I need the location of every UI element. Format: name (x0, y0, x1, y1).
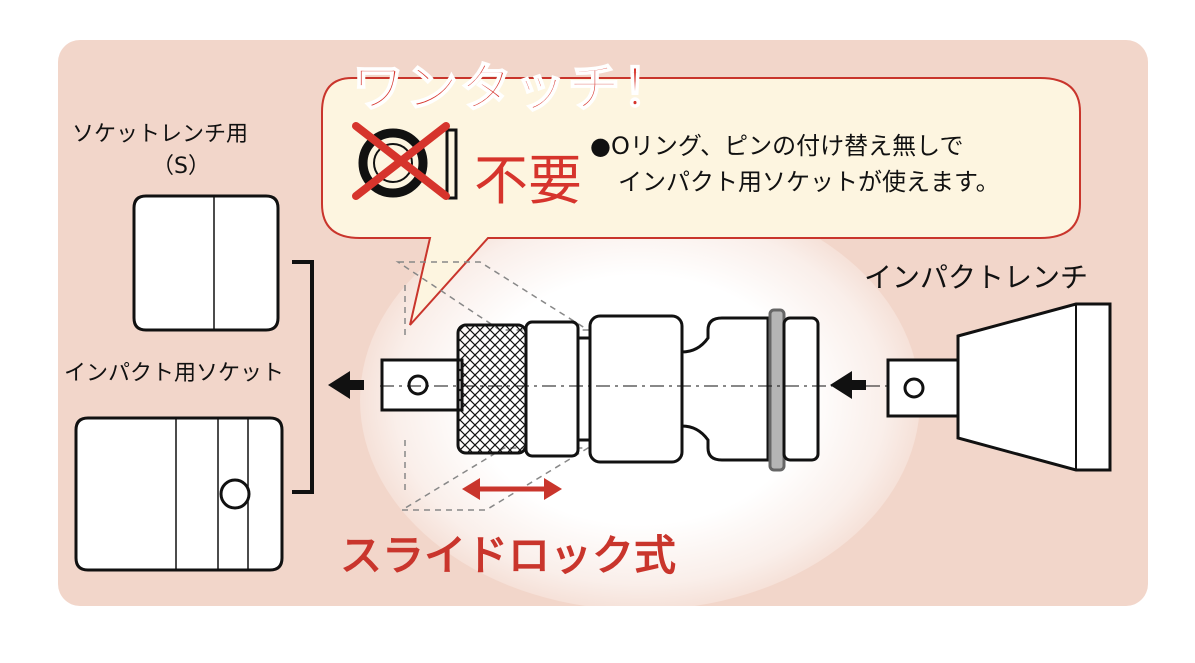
double-arrow-icon (462, 478, 562, 500)
tilt-outline (395, 261, 591, 511)
note-line-1: Oリング、ピンの付け替え無しで (610, 132, 964, 160)
label-slide-lock: スライドロック式 (340, 531, 677, 580)
impact-socket (74, 416, 284, 572)
pin-icon (445, 128, 458, 200)
bullet: ● (590, 132, 611, 160)
title-one-touch: ワンタッチ！ (351, 58, 677, 120)
adapter-drive (380, 358, 464, 412)
label-socket-wrench: ソケットレンチ用 (72, 122, 249, 147)
cross-mark-icon (352, 122, 450, 200)
bracket (292, 260, 314, 494)
speech-bubble (321, 77, 1081, 326)
arrow-left-icon-2 (830, 371, 866, 399)
label-socket-wrench-s: （S） (152, 154, 210, 179)
no-need-text: 不要 (474, 149, 582, 212)
arrow-left-icon (328, 371, 364, 399)
note-line-2: インパクト用ソケットが使えます。 (618, 168, 1000, 196)
adapter-body (588, 308, 820, 472)
feature-note: ●Oリング、ピンの付け替え無しで インパクト用ソケットが使えます。 (590, 128, 1000, 200)
label-impact-socket: インパクト用ソケット (64, 361, 285, 386)
label-impact-wrench: インパクトレンチ (864, 261, 1089, 294)
impact-wrench (886, 302, 1112, 472)
socket-wrench-socket (132, 194, 280, 332)
slide-sleeve (456, 320, 592, 458)
